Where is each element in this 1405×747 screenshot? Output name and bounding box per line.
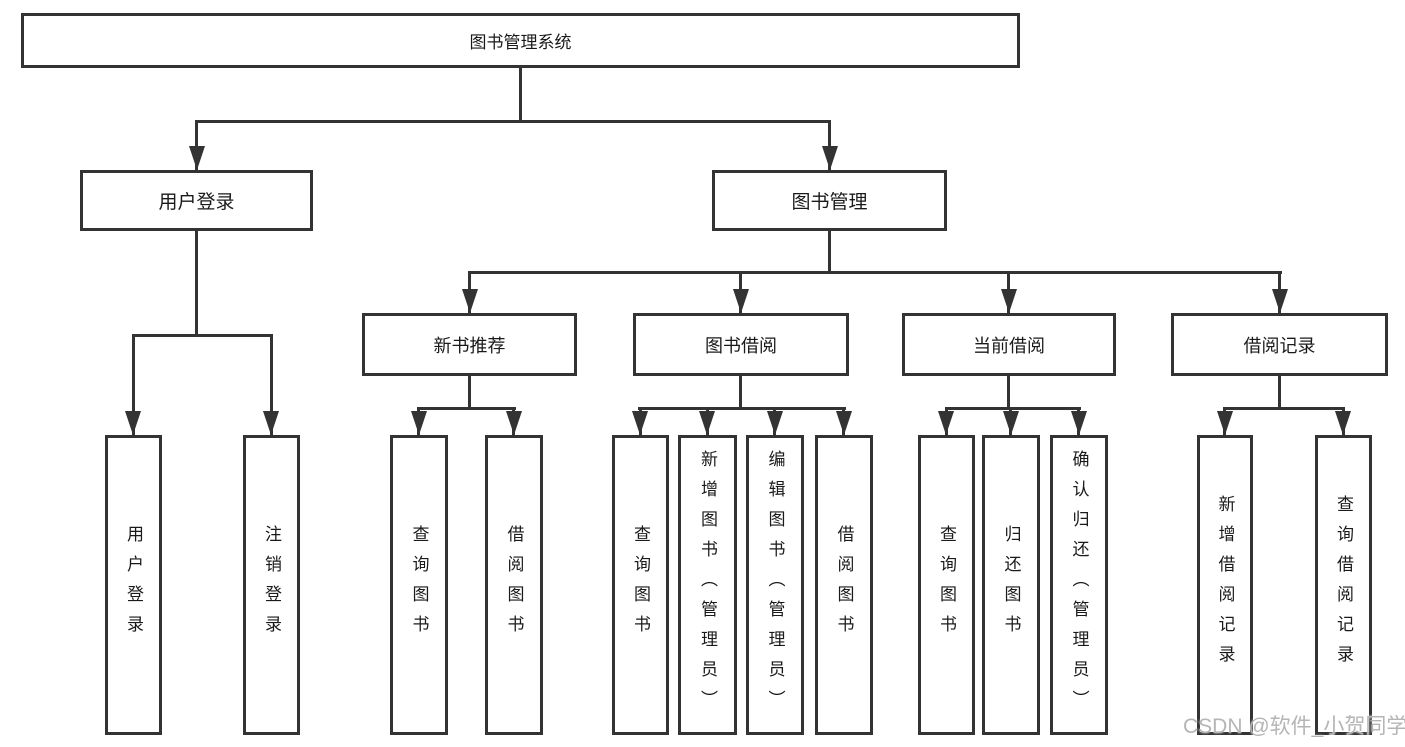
arrow-down-icon [733,289,749,313]
arrow-down-icon [263,411,279,435]
node-label: 查询图书 [409,525,429,645]
connector-line [270,334,273,435]
connector-line [417,407,516,410]
node-book-borrowing: 图书借阅 [633,313,849,376]
node-label: 借阅图书 [834,525,854,645]
leaf-borrowing-edit-books-admin: 编辑图书（管理员） [746,435,804,735]
node-label: 新增借阅记录 [1215,495,1235,675]
node-library-management-system: 图书管理系统 [21,13,1020,68]
node-label: 确认归还（管理员） [1069,450,1089,720]
arrow-down-icon [1003,411,1019,435]
connector-line [195,229,198,337]
arrow-down-icon [822,146,838,170]
arrow-down-icon [1217,411,1233,435]
arrow-down-icon [1335,411,1351,435]
leaf-current-return-books: 归还图书 [982,435,1040,735]
connector-line [1007,374,1010,410]
arrow-down-icon [767,411,783,435]
arrow-down-icon [699,411,715,435]
connector-line [739,374,742,410]
leaf-borrowing-borrow-books: 借阅图书 [815,435,873,735]
arrow-down-icon [938,411,954,435]
node-new-book-recommend: 新书推荐 [362,313,577,376]
connector-line [945,407,1081,410]
node-label: 图书管理 [791,192,868,213]
connector-line [1223,407,1345,410]
arrow-down-icon [632,411,648,435]
node-user-login: 用户登录 [80,170,313,231]
leaf-borrowing-add-books-admin: 新增图书（管理员） [678,435,737,735]
arrow-down-icon [836,411,852,435]
leaf-logout: 注销登录 [243,435,300,735]
connector-line [195,120,198,170]
connector-line [468,374,471,410]
arrow-down-icon [1071,411,1087,435]
node-label: 借阅图书 [504,525,524,645]
connector-line [828,120,831,170]
leaf-records-add-borrow-record: 新增借阅记录 [1197,435,1253,735]
connector-line [132,334,135,435]
node-label: 用户登录 [124,525,143,645]
leaf-current-confirm-return-admin: 确认归还（管理员） [1050,435,1108,735]
node-label: 查询借阅记录 [1334,495,1353,675]
leaf-borrowing-query-books: 查询图书 [612,435,669,735]
arrow-down-icon [411,411,427,435]
node-label: 用户登录 [158,192,235,213]
leaf-recommend-query-books: 查询图书 [390,435,448,735]
node-label: 注销登录 [262,525,281,645]
connector-line [1278,374,1281,410]
connector-line [519,67,522,123]
node-label: 查询图书 [937,525,956,645]
node-label: 新增图书（管理员） [698,450,717,720]
arrow-down-icon [1272,289,1288,313]
node-label: 编辑图书（管理员） [765,450,785,720]
arrow-down-icon [506,411,522,435]
node-book-management: 图书管理 [712,170,947,231]
node-label: 当前借阅 [973,335,1045,356]
arrow-down-icon [189,146,205,170]
node-label: 图书管理系统 [469,33,572,52]
arrow-down-icon [1001,289,1017,313]
connector-line [195,120,831,123]
connector-line [468,271,1282,274]
csdn-watermark: CSDN @软件_小贺同学 [1183,715,1405,738]
connector-line [828,229,831,274]
node-current-borrowing: 当前借阅 [902,313,1116,376]
node-label: 新书推荐 [433,335,506,356]
node-label: 查询图书 [631,525,650,645]
node-label: 图书借阅 [705,335,777,356]
leaf-records-query-borrow-record: 查询借阅记录 [1315,435,1372,735]
leaf-user-login: 用户登录 [105,435,162,735]
node-label: 归还图书 [1001,525,1021,645]
connector-line [638,407,846,410]
node-borrowing-records: 借阅记录 [1171,313,1388,376]
connector-line [132,334,273,337]
leaf-current-query-books: 查询图书 [918,435,975,735]
arrow-down-icon [462,289,478,313]
arrow-down-icon [125,411,141,435]
leaf-recommend-borrow-books: 借阅图书 [485,435,543,735]
node-label: 借阅记录 [1243,335,1316,356]
